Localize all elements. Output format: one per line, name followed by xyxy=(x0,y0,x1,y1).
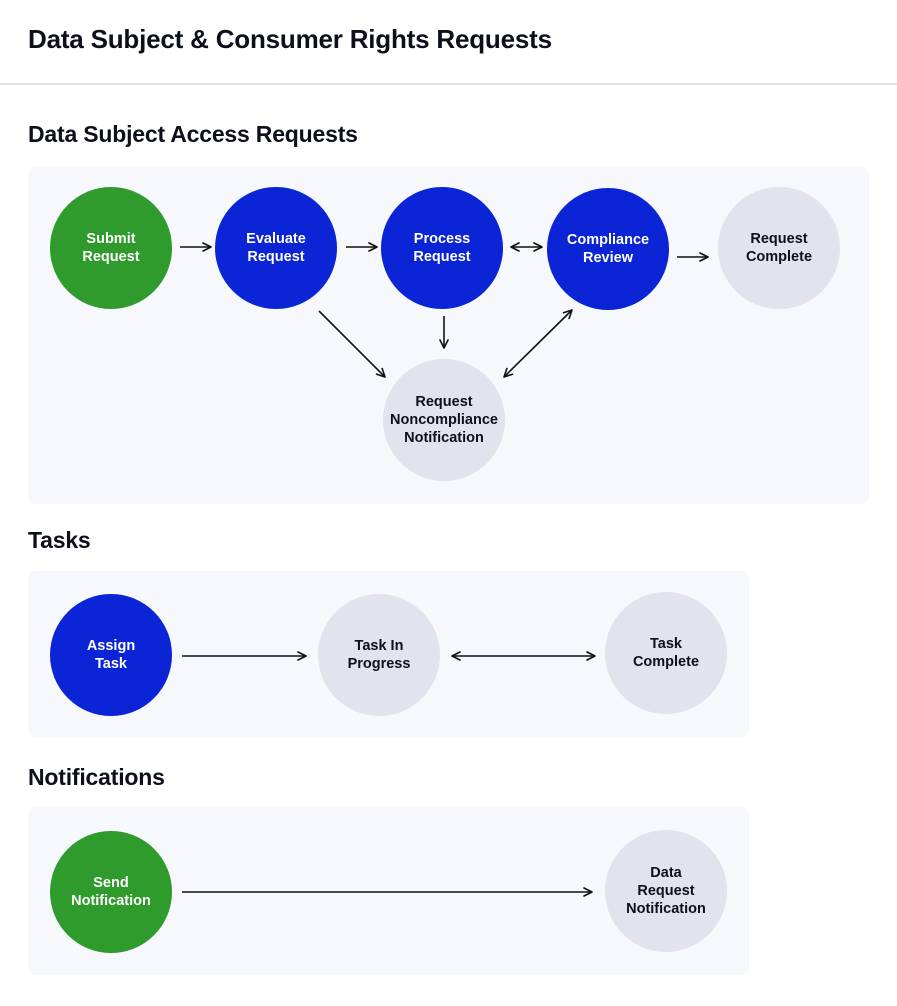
node-compliance-review: Compliance Review xyxy=(547,188,669,310)
page-title: Data Subject & Consumer Rights Requests xyxy=(28,24,552,54)
node-process-request: Process Request xyxy=(381,187,503,309)
node-evaluate-request: Evaluate Request xyxy=(215,187,337,309)
node-request-complete: Request Complete xyxy=(718,187,840,309)
node-task-in-progress: Task In Progress xyxy=(318,594,440,716)
section-title-notifications: Notifications xyxy=(28,764,165,790)
node-send-notification: Send Notification xyxy=(50,831,172,953)
node-data-request-notification: Data Request Notification xyxy=(605,830,727,952)
node-request-noncompliance-notification: Request Noncompliance Notification xyxy=(383,359,505,481)
node-task-complete: Task Complete xyxy=(605,592,727,714)
section-title-dsar: Data Subject Access Requests xyxy=(28,121,358,147)
node-assign-task: Assign Task xyxy=(50,594,172,716)
node-submit-request: Submit Request xyxy=(50,187,172,309)
title-divider xyxy=(0,83,897,85)
section-title-tasks: Tasks xyxy=(28,527,91,553)
